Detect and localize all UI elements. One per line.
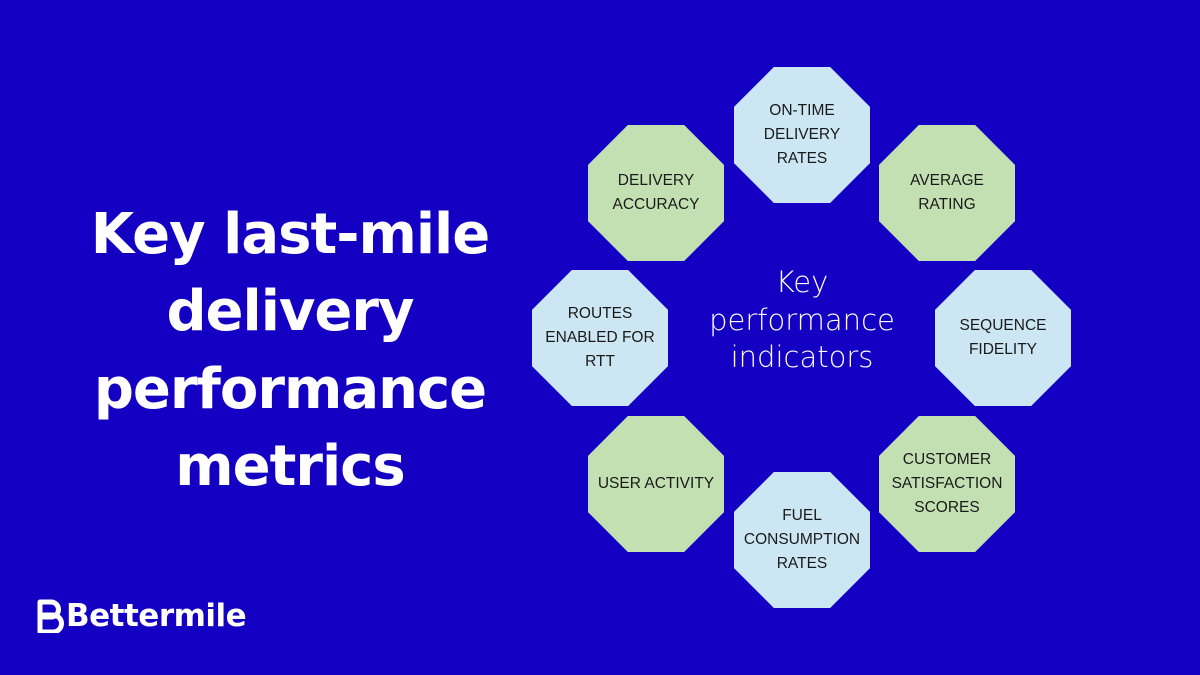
headline-line: metrics: [175, 433, 405, 499]
kpi-node-customer-satisfaction-scores: CUSTOMER SATISFACTION SCORES: [879, 416, 1015, 552]
kpi-node-user-activity: USER ACTIVITY: [588, 416, 724, 552]
kpi-node-average-rating: AVERAGE RATING: [879, 125, 1015, 261]
bettermile-b-logo-icon: [37, 599, 64, 633]
kpi-node-label: FUEL CONSUMPTION RATES: [743, 506, 861, 572]
headline-line: delivery: [166, 279, 414, 345]
headline-line: performance: [93, 356, 487, 422]
kpi-node-label: AVERAGE RATING: [910, 171, 984, 213]
kpi-node-on-time-delivery-rates: ON-TIME DELIVERY RATES: [734, 67, 870, 203]
kpi-node-label: USER ACTIVITY: [597, 474, 715, 492]
kpi-node-label: CUSTOMER SATISFACTION SCORES: [891, 450, 1003, 516]
kpi-node-label: ON-TIME DELIVERY RATES: [763, 101, 841, 167]
kpi-node-sequence-fidelity: SEQUENCE FIDELITY: [935, 270, 1071, 406]
headline: Key last-mile delivery performance metri…: [80, 196, 500, 505]
kpi-node-label: DELIVERY ACCURACY: [612, 171, 700, 213]
brand-name: Bettermile: [66, 598, 247, 634]
kpi-node-routes-enabled-for-rtt: ROUTES ENABLED FOR RTT: [532, 270, 668, 406]
kpi-node-label: SEQUENCE FIDELITY: [959, 316, 1047, 358]
diagram-center-label: Key performance indicators: [709, 265, 895, 375]
bettermile-logo: Bettermile: [36, 598, 247, 634]
kpi-node-delivery-accuracy: DELIVERY ACCURACY: [588, 125, 724, 261]
headline-line: Key last-mile: [90, 202, 490, 267]
kpi-node-fuel-consumption-rates: FUEL CONSUMPTION RATES: [734, 472, 870, 608]
kpi-node-label: ROUTES ENABLED FOR RTT: [545, 304, 655, 370]
